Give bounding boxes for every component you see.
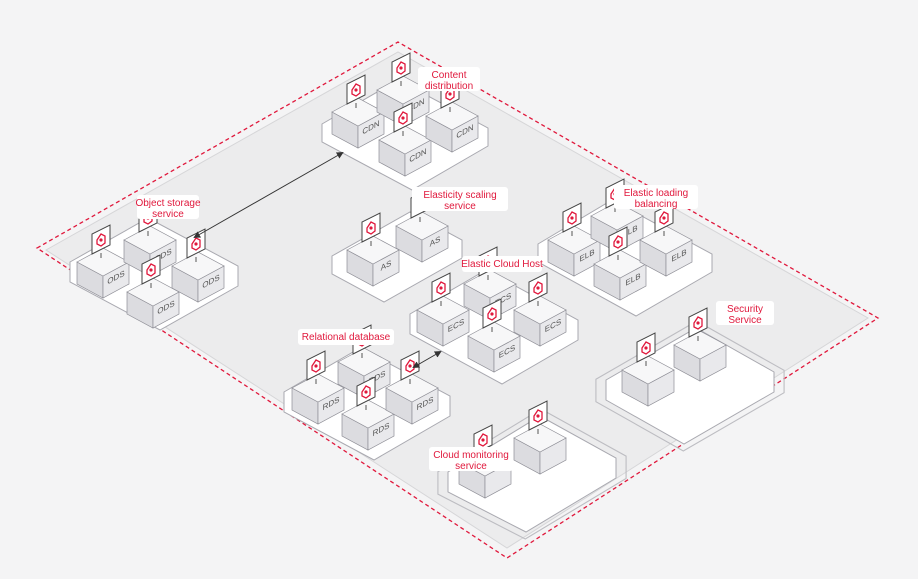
- label-line: Content: [431, 70, 466, 81]
- label-background: [429, 447, 513, 471]
- cdn-icon: [396, 61, 406, 75]
- database-icon: [361, 385, 371, 399]
- label-background: [137, 195, 199, 219]
- label-line: service: [455, 461, 487, 472]
- security-icon: [641, 341, 651, 355]
- monitoring-icon: [478, 433, 488, 447]
- monitoring-icon: [533, 409, 543, 423]
- security-icon: [693, 316, 703, 330]
- cloud-host-icon: [487, 307, 497, 321]
- elb-server-box[interactable]: ELB: [547, 202, 601, 277]
- rds-server-box[interactable]: RDS: [385, 350, 439, 425]
- region-boundary-dashed: [35, 41, 880, 559]
- rds-title-label: Relational database: [298, 329, 394, 345]
- cdn-server-box[interactable]: CDN: [378, 102, 432, 177]
- connection-arrow-rds-ecs: [412, 351, 442, 368]
- label-line: Cloud monitoring: [433, 450, 509, 461]
- load-balancer-icon: [613, 235, 623, 249]
- ecs-title-label: Elastic Cloud Host: [461, 256, 543, 272]
- ecs-server-box[interactable]: ECS: [416, 272, 470, 347]
- as-box-label: AS: [430, 234, 441, 249]
- label-line: Service: [728, 315, 762, 326]
- elb-server-box[interactable]: ELB: [593, 226, 647, 301]
- cloud-host-icon: [436, 281, 446, 295]
- ods-server-box[interactable]: ODS: [171, 228, 225, 303]
- cdn-server-box[interactable]: CDN: [331, 74, 385, 149]
- mon-server-box[interactable]: [513, 400, 567, 475]
- sec-server-box[interactable]: [621, 332, 675, 407]
- label-background: [418, 67, 480, 91]
- label-line: balancing: [635, 199, 678, 210]
- ods-server-box[interactable]: ODS: [126, 254, 180, 329]
- cloud-host-icon: [533, 281, 543, 295]
- scaling-icon: [366, 221, 376, 235]
- rds-server-box[interactable]: RDS: [341, 376, 395, 451]
- label-background: [462, 256, 542, 272]
- storage-icon: [96, 233, 106, 247]
- load-balancer-icon: [567, 211, 577, 225]
- label-line: Relational database: [302, 332, 391, 343]
- sec-server-box[interactable]: [673, 307, 727, 382]
- database-icon: [405, 359, 415, 373]
- label-line: Elastic loading: [624, 188, 688, 199]
- storage-icon: [146, 263, 156, 277]
- label-background: [412, 187, 508, 211]
- database-icon: [311, 359, 321, 373]
- ods-server-box[interactable]: ODS: [76, 224, 130, 299]
- ecs-server-box[interactable]: ECS: [513, 272, 567, 347]
- label-line: Object storage: [135, 198, 200, 209]
- label-line: Elasticity scaling: [423, 190, 496, 201]
- cdn-icon: [351, 83, 361, 97]
- storage-icon: [191, 237, 201, 251]
- label-line: Elastic Cloud Host: [461, 259, 543, 270]
- label-line: service: [152, 209, 184, 220]
- load-balancer-icon: [659, 211, 669, 225]
- as-box-label: AS: [381, 258, 392, 273]
- cdn-icon: [398, 111, 408, 125]
- label-background: [716, 301, 774, 325]
- elb-server-box[interactable]: ELB: [639, 202, 693, 277]
- connection-arrow-ods-cdn: [193, 152, 344, 238]
- label-line: Security: [727, 304, 763, 315]
- ecs-server-box[interactable]: ECS: [467, 298, 521, 373]
- label-line: service: [444, 201, 476, 212]
- rds-server-box[interactable]: RDS: [291, 350, 345, 425]
- label-line: distribution: [425, 81, 473, 92]
- cdn-server-box[interactable]: CDN: [376, 52, 430, 127]
- label-background: [298, 329, 394, 345]
- label-background: [614, 185, 698, 209]
